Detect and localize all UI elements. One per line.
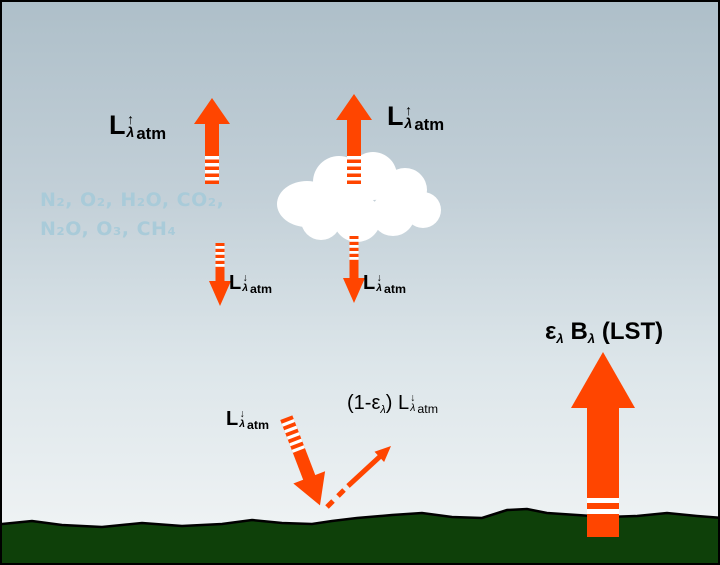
reflectance-open: (1-ε bbox=[347, 392, 381, 414]
lambda-subscript: λ bbox=[404, 115, 413, 132]
down-arrow-glyph: ↓ bbox=[376, 273, 382, 284]
downwelling-atm-arrow-left bbox=[209, 243, 231, 306]
lambda-subscript: λ bbox=[380, 403, 386, 416]
lambda-subscript: λ bbox=[242, 282, 248, 294]
atm-subscript: atm bbox=[414, 115, 445, 135]
radiance-symbol: L bbox=[109, 110, 126, 140]
reflected-downwelling-arrow bbox=[325, 446, 391, 509]
up-arrow-glyph: ↑ bbox=[126, 111, 134, 127]
downwelling-atm-arrow-cloud bbox=[343, 236, 365, 303]
upwelling-atm-arrow-left bbox=[194, 98, 230, 184]
down-arrow-glyph: ↓ bbox=[239, 409, 245, 420]
gases-line1: N₂, O₂, H₂O, CO₂, bbox=[40, 189, 225, 211]
lambda-subscript: λ bbox=[587, 331, 596, 347]
gases-line2: N₂O, O₃, CH₄ bbox=[40, 218, 177, 241]
up-arrow-glyph: ↑ bbox=[404, 102, 412, 118]
down-arrow-glyph: ↓ bbox=[410, 393, 416, 404]
radiance-symbol: L bbox=[363, 272, 376, 294]
atm-subscript: atm bbox=[247, 417, 270, 432]
sup-sub-stack: ↑λ bbox=[126, 111, 135, 141]
sup-sub-stack: ↓λ bbox=[242, 273, 248, 294]
emissivity-symbol: ε bbox=[545, 318, 557, 345]
lambda-subscript: λ bbox=[410, 402, 416, 414]
sup-sub-stack: ↓λ bbox=[376, 273, 382, 294]
reflectance-close: ) bbox=[385, 392, 393, 414]
radiance-symbol: L bbox=[398, 392, 410, 414]
radiance-symbol: L bbox=[387, 101, 404, 131]
sup-sub-stack: ↓λ bbox=[410, 393, 416, 414]
atm-subscript: atm bbox=[384, 281, 407, 296]
sup-sub-stack: ↓λ bbox=[239, 409, 245, 430]
atm-subscript: atm bbox=[417, 401, 439, 416]
lst-text: (LST) bbox=[601, 318, 664, 345]
atm-subscript: atm bbox=[250, 281, 273, 296]
surface-emission-arrow bbox=[571, 352, 635, 537]
upwelling-atm-arrow-cloud bbox=[336, 94, 372, 184]
lambda-subscript: λ bbox=[556, 331, 564, 347]
incoming-downwelling-arrow bbox=[280, 415, 326, 506]
radiance-symbol: L bbox=[229, 272, 242, 294]
atm-subscript: atm bbox=[136, 124, 167, 144]
radiance-symbol: L bbox=[226, 408, 239, 430]
planck-symbol: B bbox=[570, 318, 588, 345]
lambda-subscript: λ bbox=[376, 282, 382, 294]
atmospheric-gases-label: N₂, O₂, H₂O, CO₂, N₂O, O₃, CH₄ bbox=[40, 186, 224, 245]
down-arrow-glyph: ↓ bbox=[242, 273, 248, 284]
lambda-subscript: λ bbox=[239, 418, 245, 430]
lambda-subscript: λ bbox=[126, 124, 135, 141]
sup-sub-stack: ↑λ bbox=[404, 102, 413, 132]
